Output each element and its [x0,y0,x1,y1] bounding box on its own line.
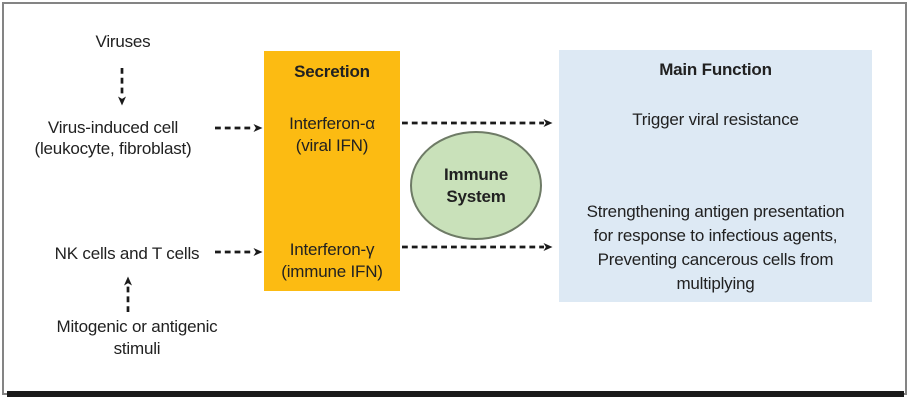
secretion-box: Secretion Interferon-α (viral IFN) Inter… [264,51,400,291]
main-function-details: Strengthening antigen presentation for r… [559,200,872,296]
immune-system-line2: System [446,186,506,206]
interferon-gamma-item: Interferon-γ (immune IFN) [264,239,400,283]
secretion-title: Secretion [294,62,370,81]
interferon-gamma-label: Interferon-γ [289,240,375,259]
interferon-alpha-sub: (viral IFN) [295,136,369,155]
virus-induced-cell-line1: Virus-induced cell [47,118,179,137]
immune-system-line1: Immune [444,164,508,184]
main-function-details-line4: multiplying [676,274,755,293]
interferon-gamma-sub: (immune IFN) [281,262,383,281]
bottom-edge-bar [7,391,904,397]
main-function-title: Main Function [659,60,772,79]
interferon-alpha-item: Interferon-α (viral IFN) [264,113,400,157]
mitogenic-stimuli-line2: stimuli [113,339,161,358]
trigger-viral-resistance-text: Trigger viral resistance [632,110,799,129]
virus-induced-cell-line2: (leukocyte, fibroblast) [34,139,192,158]
main-function-details-line3: Preventing cancerous cells from [597,250,834,269]
interferon-alpha-label: Interferon-α [289,114,375,133]
viruses-label: Viruses [95,32,151,51]
immune-system-ellipse: Immune System [410,131,542,240]
main-function-details-line2: for response to infectious agents, [593,226,838,245]
nk-cells-label: NK cells and T cells [54,244,200,263]
main-function-details-line1: Strengthening antigen presentation [586,202,845,221]
main-function-box: Main Function Trigger viral resistance S… [559,50,872,302]
mitogenic-stimuli-line1: Mitogenic or antigenic [56,317,218,336]
virus-induced-cell-label: Virus-induced cell (leukocyte, fibroblas… [7,117,219,159]
mitogenic-stimuli-label: Mitogenic or antigenic stimuli [29,316,245,360]
